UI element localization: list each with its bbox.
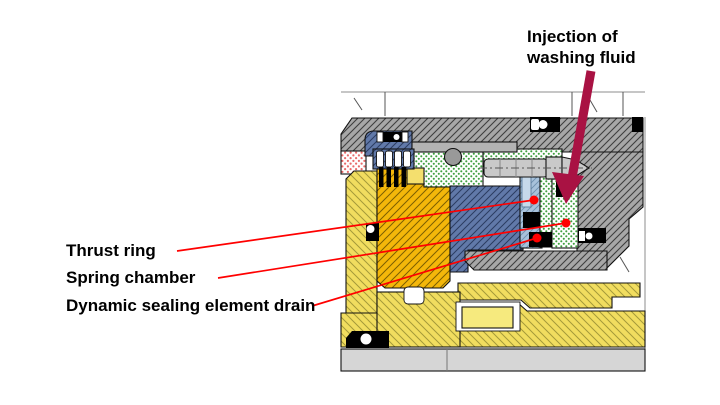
shaft-sleeve — [340, 282, 646, 348]
springs — [372, 148, 415, 187]
spring-chamber-label: Spring chamber — [66, 268, 196, 287]
injection-label: Injection of washing fluid — [527, 27, 636, 67]
lip-seal — [383, 132, 402, 142]
drain-label: Dynamic sealing element drain — [66, 296, 316, 315]
dot-spring-chamber — [561, 218, 571, 228]
drive-pin — [443, 147, 463, 167]
set-screw — [366, 223, 379, 241]
collar-tab — [406, 167, 425, 185]
drive-key — [461, 306, 514, 329]
shaft — [340, 348, 646, 372]
dot-drain — [532, 233, 542, 243]
leader-thrust-ring — [176, 199, 535, 252]
thrust-ring-label: Thrust ring — [66, 241, 156, 260]
dot-thrust-ring — [529, 195, 539, 205]
callout-dots — [529, 195, 571, 243]
leader-spring-chamber — [217, 222, 567, 279]
housing-port-seals — [530, 117, 643, 132]
key-notch — [403, 286, 425, 305]
gland-port-seal — [578, 228, 606, 243]
leader-lines — [176, 199, 567, 307]
injection-arrow — [552, 70, 596, 204]
thrust-ring-part — [521, 176, 532, 208]
leader-drain — [311, 237, 538, 307]
spacer-bar — [411, 141, 518, 153]
o-ring-bottom-left — [346, 331, 389, 348]
